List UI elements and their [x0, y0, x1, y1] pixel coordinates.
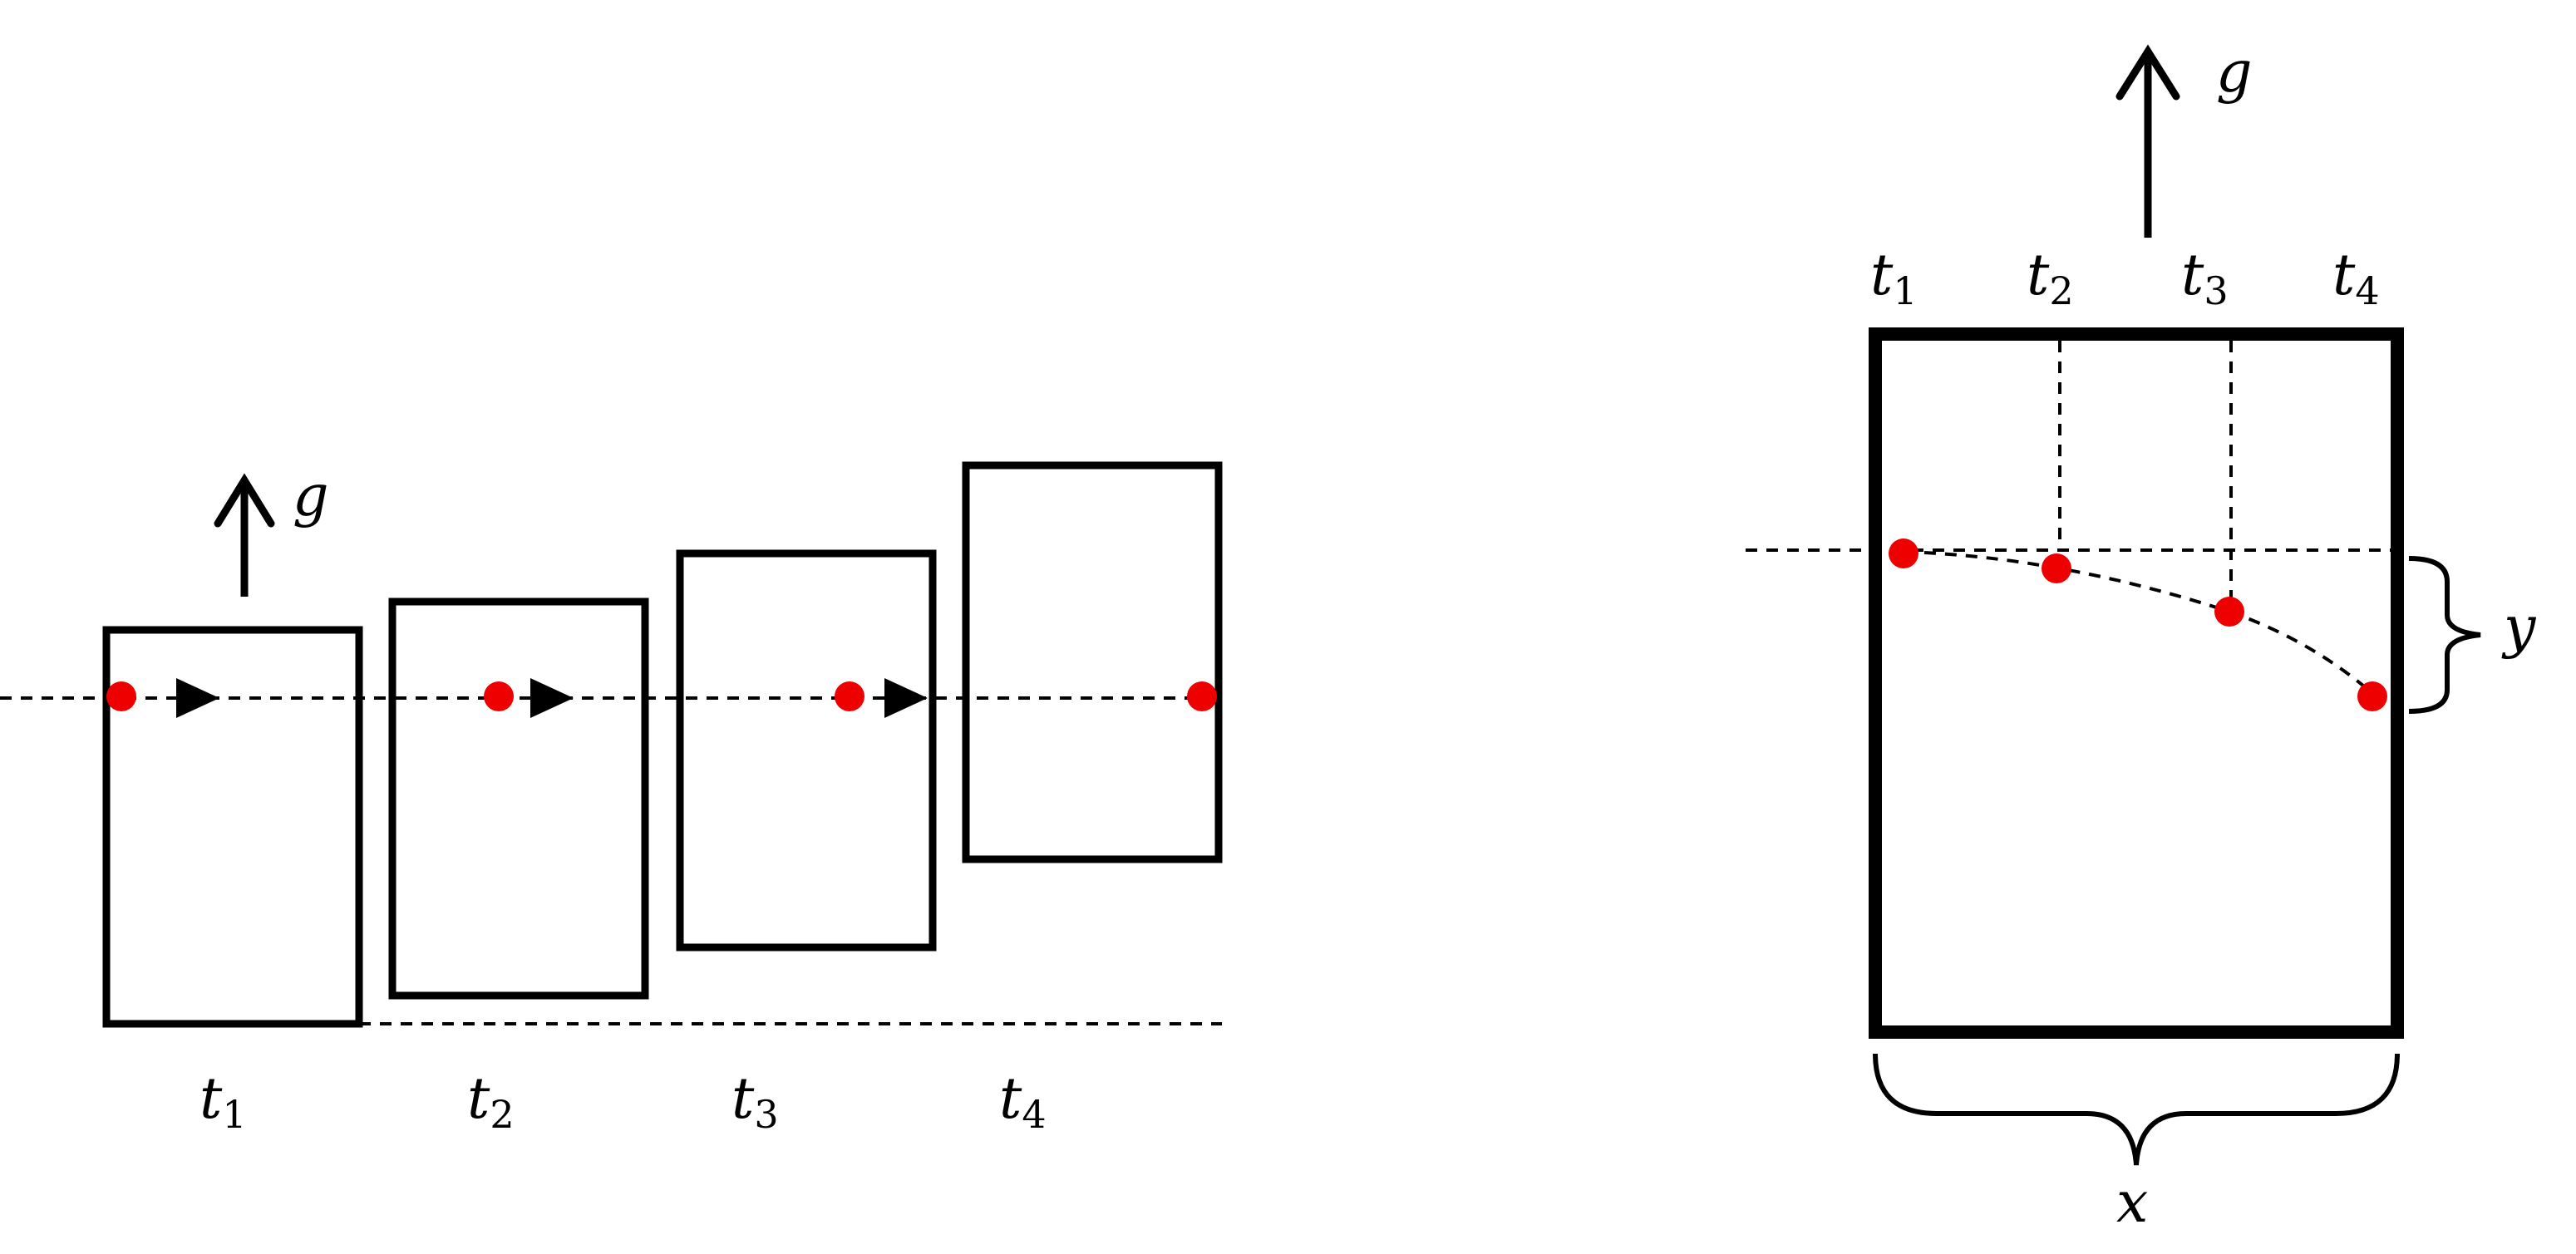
time-label-right-t1: t1 — [1870, 243, 1918, 313]
elevator-box-t1 — [102, 626, 363, 1028]
time-label-t2: t2 — [467, 1066, 515, 1137]
up-arrow-icon — [214, 473, 275, 597]
direction-arrow-3 — [884, 678, 928, 718]
elevator-box-large — [1869, 327, 2404, 1039]
direction-arrow-1 — [176, 678, 219, 718]
light-point-t2 — [484, 681, 514, 711]
light-point-right-t3 — [2214, 597, 2244, 627]
width-label-x: x — [2116, 1170, 2148, 1236]
width-brace — [1873, 1053, 2400, 1166]
direction-arrow-2 — [530, 678, 574, 718]
right-panel-elevator-frame: g t1 t2 t3 t4 y x — [1746, 40, 2537, 1236]
light-point-right-t2 — [2042, 553, 2071, 583]
gravity-label-left: g — [293, 464, 329, 529]
elevator-box-t4 — [962, 461, 1223, 863]
light-point-right-t1 — [1889, 538, 1918, 568]
light-point-right-t4 — [2357, 681, 2387, 711]
gravity-label-right: g — [2216, 40, 2253, 106]
time-label-right-t3: t3 — [2181, 243, 2229, 313]
elevator-box-t2 — [388, 597, 649, 1000]
time-label-t3: t3 — [731, 1066, 779, 1137]
up-arrow-icon — [2115, 44, 2180, 238]
curved-light-path — [1903, 550, 2376, 696]
time-label-t4: t4 — [999, 1066, 1047, 1137]
left-panel-accelerating-elevator: g t1 t2 t3 t4 — [0, 461, 1223, 1137]
elevator-box-t3 — [676, 549, 937, 952]
time-label-t1: t1 — [199, 1066, 247, 1137]
time-label-right-t2: t2 — [2027, 243, 2074, 313]
light-point-t3 — [835, 681, 864, 711]
light-point-t4 — [1187, 681, 1217, 711]
drop-brace — [2408, 556, 2481, 714]
time-label-right-t4: t4 — [2332, 243, 2380, 313]
light-point-t1 — [106, 681, 136, 711]
drop-label-y: y — [2501, 595, 2537, 661]
